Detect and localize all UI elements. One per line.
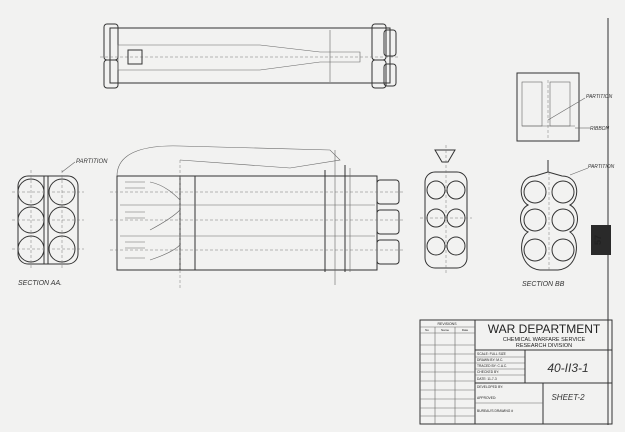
- date-field: DATE: 11-7-3: [477, 377, 497, 381]
- revisions-header: REVISIONS: [437, 322, 457, 326]
- checked-by-field: CHECKED BY:: [477, 370, 499, 374]
- section-bb-label: SECTION BB: [522, 281, 565, 288]
- section-aa-label: SECTION AA.: [18, 280, 62, 287]
- rev-col-name: Name: [441, 328, 449, 332]
- org-title: WAR DEPARTMENT: [488, 322, 601, 336]
- partition-label-bb-top: PARTITION: [586, 94, 613, 100]
- partition-label-bb: PARTITION: [588, 164, 615, 170]
- drawing-number: 40-II3-1: [547, 361, 588, 375]
- partition-label-aa: PARTITION: [76, 159, 108, 165]
- approved-field: APPROVED:: [477, 396, 496, 400]
- page-number: 57: [593, 235, 603, 245]
- section-bb-view: [516, 72, 590, 271]
- page-tab: [591, 225, 611, 255]
- drawn-by-field: DRAWN BY: M.C.: [477, 358, 503, 362]
- title-block: [419, 319, 613, 425]
- scale-field: SCALE: FULL SIZE: [477, 352, 507, 356]
- service-title: CHEMICAL WARFARE SERVICE: [503, 337, 586, 343]
- developed-by-field: DEVELOPED BY:: [477, 385, 503, 389]
- rev-col-no: No: [425, 328, 429, 332]
- ribbon-label: RIBBON: [590, 126, 610, 132]
- sheet-number: SHEET-2: [551, 393, 585, 402]
- front-view: [420, 145, 472, 275]
- bureau-drawing-field: BUREAU'S DRAWING #: [477, 409, 513, 413]
- top-tube-view: [100, 23, 400, 89]
- rev-col-date: Date: [462, 328, 469, 332]
- traced-by-field: TRACED BY: C.A.C.: [477, 364, 507, 368]
- division-title: RESEARCH DIVISION: [516, 343, 572, 349]
- section-aa-view: [12, 161, 84, 270]
- main-bundle-view: [110, 145, 405, 290]
